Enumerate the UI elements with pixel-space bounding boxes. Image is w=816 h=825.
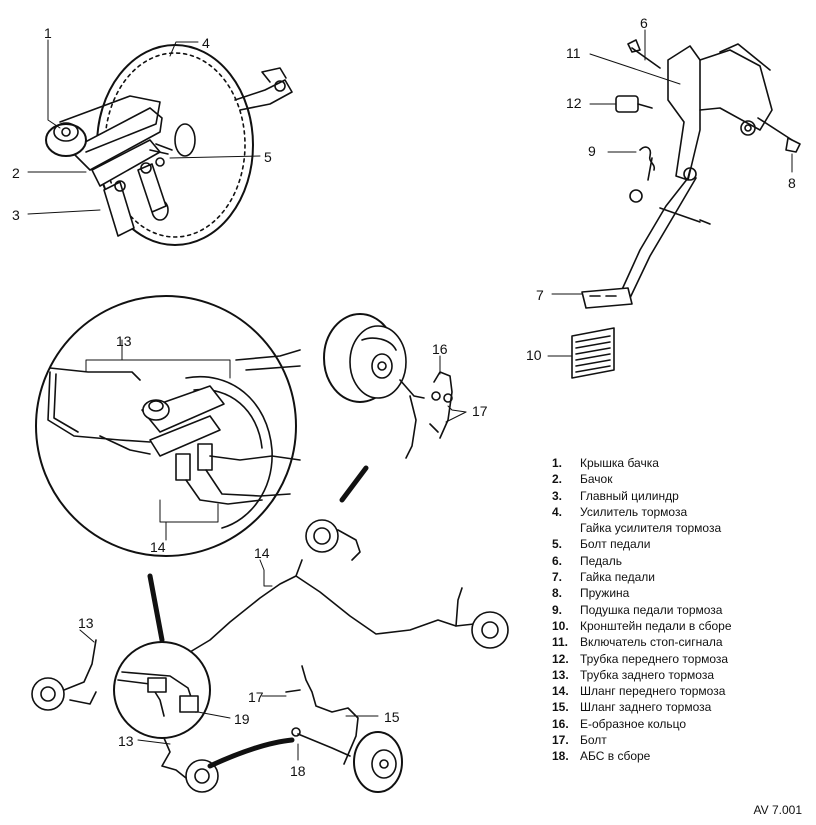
legend-number: 17.: [552, 733, 569, 748]
legend-item: 10. Кронштейн педали в сборе: [552, 618, 812, 634]
legend-text: Подушка педали тормоза: [580, 602, 723, 617]
legend-number: 13.: [552, 667, 569, 682]
legend-item: 15. Шланг заднего тормоза: [552, 699, 812, 715]
legend-text: Усилитель тормоза: [580, 504, 688, 519]
callout-14-magnified: 14: [150, 539, 166, 555]
legend-item: 1. Крышка бачка: [552, 455, 812, 471]
legend-number: 8.: [552, 586, 563, 601]
legend-text: Е-образное кольцо: [580, 716, 687, 731]
legend-number: 10.: [552, 618, 569, 633]
legend-number: 5.: [552, 537, 563, 552]
legend-text: Кронштейн педали в сборе: [580, 618, 732, 633]
legend-number: 7.: [552, 570, 563, 585]
legend-item: 12. Трубка переднего тормоза: [552, 651, 812, 667]
legend-text: Шланг переднего тормоза: [580, 684, 726, 699]
legend-number: 6.: [552, 553, 563, 568]
legend-text: Главный цилиндр: [580, 488, 679, 503]
legend-text: Шланг заднего тормоза: [580, 700, 712, 715]
callout-13-lower: 13: [118, 733, 134, 749]
legend-item: 6. Педаль: [552, 553, 812, 569]
callout-14: 14: [254, 545, 270, 561]
callout-7: 7: [536, 287, 544, 303]
legend-item: 11. Включатель стоп-сигнала: [552, 634, 812, 650]
legend-item: 4. Усилитель тормоза: [552, 504, 812, 520]
legend-text: Крышка бачка: [580, 456, 659, 470]
legend-text: Гайка усилителя тормоза: [580, 521, 722, 536]
legend-number: 12.: [552, 651, 569, 666]
brake-line-network: [31, 519, 509, 793]
callout-6: 6: [640, 15, 648, 31]
legend-number: 11.: [552, 635, 569, 650]
legend-text: АБС в сборе: [580, 749, 651, 764]
legend-number: 14.: [552, 684, 569, 699]
legend-number: 18.: [552, 749, 569, 764]
legend-number: 4.: [552, 504, 563, 519]
callout-13-magnified: 13: [116, 333, 132, 349]
legend-number: 9.: [552, 602, 563, 617]
legend-item: 9. Подушка педали тормоза: [552, 602, 812, 618]
legend-number: 2.: [552, 472, 563, 487]
legend-text: Болт: [580, 733, 607, 748]
figure-code: AV 7.001: [753, 803, 802, 817]
legend-item: 13. Трубка заднего тормоза: [552, 667, 812, 683]
rear-drum-brake: [323, 313, 453, 459]
legend-text: Включатель стоп-сигнала: [580, 635, 723, 650]
leader-lines: [27, 29, 793, 761]
legend-text: Болт педали: [580, 537, 651, 552]
legend-number: 16.: [552, 716, 569, 731]
brake-pedal-assembly: [571, 39, 801, 379]
parts-legend: 1. Крышка бачка 2. Бачок 3. Главный цилиндр…: [552, 455, 812, 765]
callout-11: 11: [566, 45, 581, 61]
legend-text: Бачок: [580, 472, 613, 487]
callout-9: 9: [588, 143, 596, 159]
callout-3: 3: [12, 207, 20, 223]
callout-4: 4: [202, 35, 210, 51]
legend-item: 2. Бачок: [552, 471, 812, 487]
magnified-master-cylinder-view: [35, 295, 301, 557]
callout-18: 18: [290, 763, 306, 779]
legend-item: 3. Главный цилиндр: [552, 488, 812, 504]
callout-16: 16: [432, 341, 448, 357]
callout-12: 12: [566, 95, 582, 111]
legend-number: 3.: [552, 488, 563, 503]
brake-booster-assembly: [45, 44, 293, 246]
legend-item: 17. Болт: [552, 732, 812, 748]
legend-item: 7. Гайка педали: [552, 569, 812, 585]
legend-text: Гайка педали: [580, 570, 656, 585]
callout-1: 1: [44, 25, 52, 41]
legend-text: Трубка заднего тормоза: [580, 667, 714, 682]
callout-10: 10: [526, 347, 542, 363]
callout-13-line: 13: [78, 615, 94, 631]
legend-text: Педаль: [580, 553, 622, 568]
legend-item: 8. Пружина: [552, 585, 812, 601]
legend-number: [552, 520, 580, 536]
legend-item: 18. АБС в сборе: [552, 748, 812, 764]
legend-item: 14. Шланг переднего тормоза: [552, 683, 812, 699]
legend-text: Трубка переднего тормоза: [580, 651, 729, 666]
callout-15: 15: [384, 709, 400, 725]
legend-number: 15.: [552, 700, 569, 715]
magnifier-pointer: [147, 573, 165, 643]
detail-pointer: [339, 465, 369, 503]
callout-19: 19: [234, 711, 250, 727]
callout-5: 5: [264, 149, 272, 165]
legend-item: 5. Болт педали: [552, 536, 812, 552]
legend-number: 1.: [552, 456, 563, 470]
legend-text: Пружина: [580, 586, 630, 601]
callout-8: 8: [788, 175, 796, 191]
legend-item: 16. Е-образное кольцо: [552, 716, 812, 732]
callout-2: 2: [12, 165, 20, 181]
callout-17: 17: [248, 689, 264, 705]
callout-17-drum: 17: [472, 403, 488, 419]
wheel-pointer: [207, 737, 295, 769]
legend-item: Гайка усилителя тормоза: [552, 520, 812, 536]
